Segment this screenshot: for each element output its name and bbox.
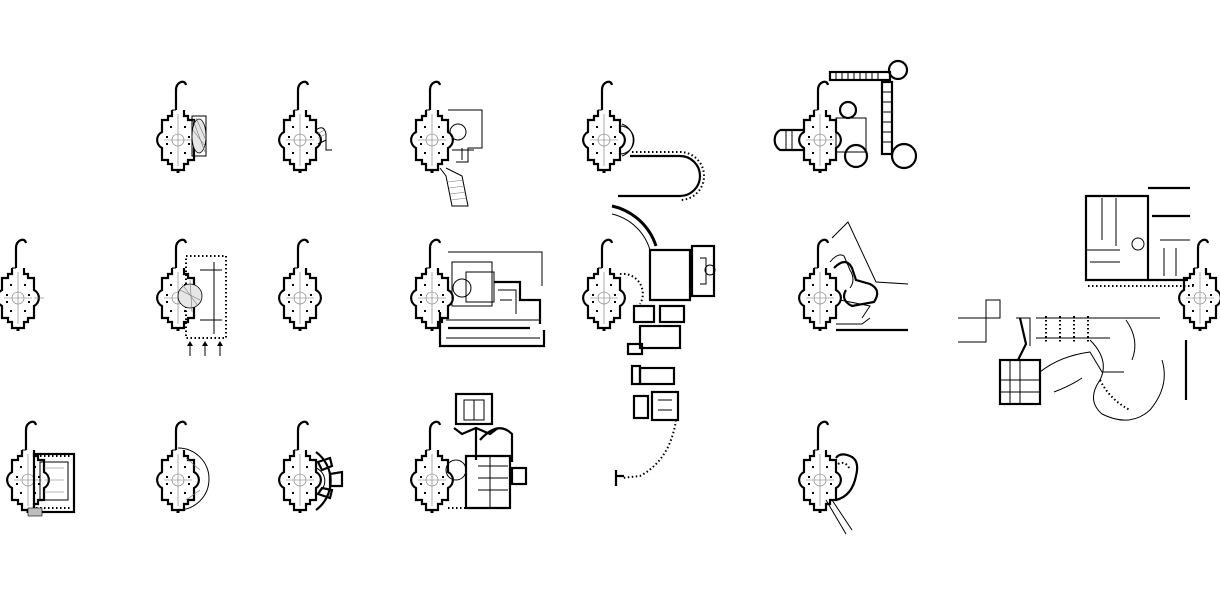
plan-r1-c6 [958, 186, 1220, 421]
plan-r0-c3 [410, 80, 483, 207]
plan-r0-c4 [582, 80, 705, 201]
plan-r1-c1 [156, 238, 227, 356]
plan-r2-c3 [410, 392, 528, 515]
plan-r0-c5 [773, 59, 918, 175]
plan-r1-c3 [410, 238, 546, 348]
plan-r1-c5 [798, 221, 909, 333]
plan-r0-c1 [156, 80, 207, 175]
plan-r1-c4 [582, 204, 716, 486]
plan-r1-c0 [0, 238, 44, 333]
plan-r0-c2 [278, 80, 332, 175]
plan-r2-c5 [798, 420, 859, 535]
plan-r2-c0 [6, 420, 76, 517]
plan-r2-c1 [156, 420, 210, 515]
plan-r2-c2 [278, 420, 344, 515]
plan-r1-c2 [278, 238, 322, 333]
